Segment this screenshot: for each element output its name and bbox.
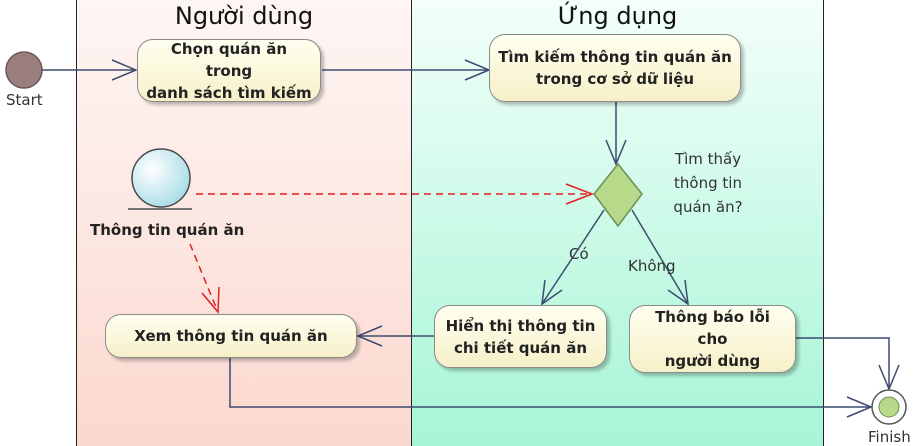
guard-no-label: Không (628, 257, 676, 275)
arrowhead-error-to-finish (878, 364, 900, 391)
lane-title-app: Ứng dụng (557, 2, 678, 30)
action-view-restaurant[interactable]: Xem thông tin quán ăn (105, 314, 357, 358)
arrowhead-view-to-finish (846, 396, 873, 418)
finish-label: Finish (868, 428, 911, 446)
start-label: Start (6, 91, 43, 109)
arrowhead-start-to-choose (111, 59, 138, 81)
flow-error-to-finish (796, 337, 890, 389)
lane-title-user: Người dùng (174, 2, 314, 30)
action-show-detail[interactable]: Hiển thị thông tin chi tiết quán ăn (434, 305, 607, 368)
decision-node (593, 162, 643, 228)
guard-yes-label: Có (569, 245, 589, 263)
arrowhead-object-to-view (201, 286, 220, 314)
entity-object-icon (131, 148, 191, 208)
start-node (5, 51, 43, 89)
decision-question-label: Tìm thấy thông tin quán ăn? (673, 150, 743, 216)
arrowhead-search-to-decision (605, 139, 627, 166)
arrowhead-object-to-decision (565, 183, 595, 205)
action-error-message[interactable]: Thông báo lỗi cho người dùng (629, 305, 796, 373)
arrowhead-decision-yes (541, 279, 563, 306)
arrowhead-detail-to-view (356, 325, 383, 347)
finish-node-core (878, 396, 900, 418)
flow-decision-yes (541, 209, 605, 305)
flow-view-to-finish (229, 358, 871, 408)
action-search-restaurant[interactable]: Tìm kiếm thông tin quán ăn trong cơ sở d… (489, 34, 741, 102)
action-choose-restaurant[interactable]: Chọn quán ăn trong danh sách tìm kiếm (137, 39, 321, 102)
arrowhead-decision-no (667, 279, 689, 306)
flow-decision-no (631, 209, 689, 305)
object-flow-to-view (189, 243, 219, 313)
entity-object-label: Thông tin quán ăn (90, 221, 245, 239)
